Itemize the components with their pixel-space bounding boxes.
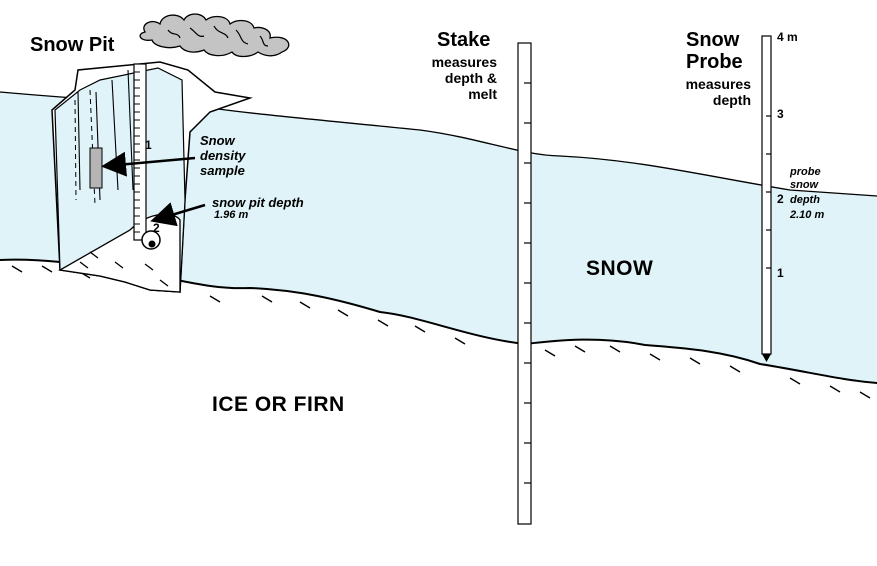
pit-floor-hatching [79, 251, 169, 287]
density-label-line-1: Snow [200, 133, 235, 148]
cloud [139, 13, 290, 58]
snow-layer-label: SNOW [586, 257, 654, 280]
stake-subtitle-line-2: depth & [444, 70, 497, 86]
density-label-line-2: density [200, 148, 246, 163]
density-arrow [101, 151, 196, 177]
probe-depth-label-line-3: depth [790, 194, 820, 206]
probe-depth-label-line-2: snow [790, 179, 819, 191]
snow-pit-title: Snow Pit [30, 34, 115, 56]
probe-subtitle-line-1: measures [685, 76, 751, 92]
probe-mark-2: 2 [777, 192, 784, 206]
probe-subtitle-line-2: depth [712, 92, 751, 108]
ice-layer-label: ICE OR FIRN [212, 393, 345, 416]
probe-mark-1: 1 [777, 266, 784, 280]
probe-mark-3: 3 [777, 107, 784, 121]
probe-ticks [766, 115, 771, 269]
pit-scale-mark-2: 2 [153, 221, 160, 235]
stake-ticks [524, 82, 531, 484]
density-label-line-3: sample [200, 163, 245, 178]
probe-tip [762, 354, 771, 362]
stake-subtitle-line-3: melt [468, 86, 497, 102]
pit-depth-label: snow pit depth [212, 195, 304, 210]
probe-title-line-2: Probe [686, 51, 743, 73]
stake-title: Stake [437, 29, 491, 51]
pit-depth-dot [148, 240, 156, 248]
snow-probe [761, 35, 772, 355]
pit-rod-ticks [134, 71, 140, 233]
cloud-detail [167, 25, 269, 47]
stake-subtitle-line-1: measures [431, 54, 497, 70]
pit-scale-mark-1: 1 [145, 138, 152, 152]
pit-depth-arrow [150, 202, 206, 227]
pit-depth-value: 1.96 m [214, 209, 249, 221]
probe-depth-label-line-1: probe [790, 166, 821, 178]
pit-depth-marker [141, 230, 161, 250]
probe-depth-value: 2.10 m [790, 209, 825, 221]
snow-layer [0, 92, 877, 383]
probe-title-line-1: Snow [686, 29, 740, 51]
probe-mark-4m: 4 m [777, 30, 798, 44]
density-sample [89, 147, 103, 189]
